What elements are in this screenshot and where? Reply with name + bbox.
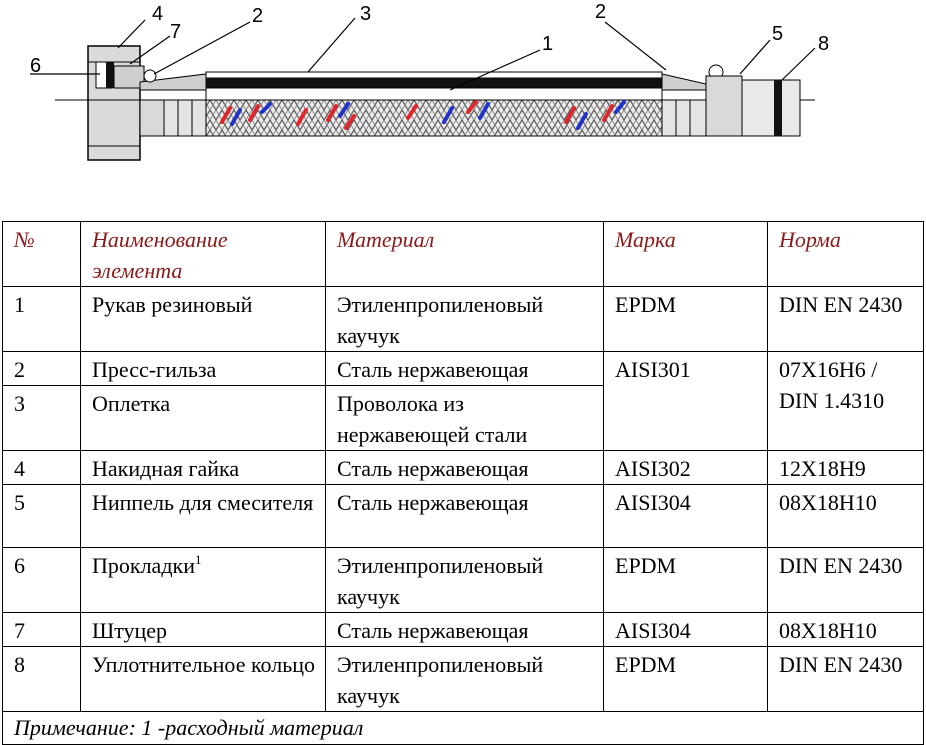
table-row: 6 Прокладки1 Этиленпропиленовый каучук E… [2, 547, 924, 613]
row-norm: DIN EN 2430 [767, 547, 924, 613]
header-grade: Марка [603, 221, 768, 287]
callout-leaders [30, 17, 816, 91]
row-num: 5 [2, 484, 81, 548]
row-name: Пресс-гильза [80, 351, 326, 386]
row-grade: AISI304 [603, 484, 768, 548]
row-material: Этиленпропиленовый каучук [325, 547, 604, 613]
hose-assembly-diagram: 1 2 2 3 4 5 6 7 8 [30, 1, 829, 161]
row-name: Рукав резиновый [80, 286, 326, 352]
row-name: Прокладки1 [80, 547, 326, 613]
row-num: 6 [2, 547, 81, 613]
row-norm: DIN EN 2430 [767, 286, 924, 352]
hose-section [205, 71, 663, 101]
row-norm: 08Х18Н10 [767, 612, 924, 647]
callout-2-right: 2 [595, 1, 606, 23]
callout-3: 3 [360, 3, 371, 25]
row-num: 7 [2, 612, 81, 647]
row-norm: 12Х18Н9 [767, 450, 924, 485]
row-norm: DIN EN 2430 [767, 646, 924, 712]
header-material: Материал [325, 221, 604, 287]
row-grade: EPDM [603, 286, 768, 352]
row-material: Сталь нержавеющая [325, 450, 604, 485]
table-row: 2 Пресс-гильза Сталь нержавеющая AISI301… [2, 351, 924, 451]
row-grade: EPDM [603, 547, 768, 613]
row-name: Оплетка [80, 385, 326, 451]
row-name: Уплотнительное кольцо [80, 646, 326, 712]
row-num: 4 [2, 450, 81, 485]
callout-4: 4 [152, 3, 163, 25]
table-row: 1 Рукав резиновый Этиленпропиленовый кау… [2, 286, 924, 352]
row-num: 8 [2, 646, 81, 712]
right-fitting [661, 64, 801, 137]
row-material: Этиленпропиленовый каучук [325, 646, 604, 712]
table-header-row: № Наименование элемента Материал Марка Н… [2, 221, 924, 287]
row-grade: AISI304 [603, 612, 768, 647]
row-material: Сталь нержавеющая [325, 484, 604, 548]
table-note: Примечание: 1 -расходный материал [2, 711, 924, 745]
header-name: Наименование элемента [80, 221, 326, 287]
row-num: 3 [2, 385, 81, 451]
callout-8: 8 [818, 33, 829, 55]
row-name: Ниппель для смесителя [80, 484, 326, 548]
callout-2-left: 2 [252, 5, 263, 27]
table-row: 4 Накидная гайка Сталь нержавеющая AISI3… [2, 450, 924, 485]
callout-7: 7 [170, 21, 181, 43]
callout-5: 5 [772, 23, 783, 45]
row-name-text: Прокладки [92, 553, 195, 578]
left-fitting [113, 65, 207, 137]
callout-6: 6 [30, 55, 41, 77]
footnote-marker: 1 [194, 552, 202, 567]
specification-table: № Наименование элемента Материал Марка Н… [2, 221, 924, 745]
row-norm: 08Х18Н10 [767, 484, 924, 548]
row-num: 2 [2, 351, 81, 386]
table-row: 8 Уплотнительное кольцо Этиленпропиленов… [2, 646, 924, 712]
row-name: Накидная гайка [80, 450, 326, 485]
row-norm: 07Х16Н6 / DIN 1.4310 [767, 351, 924, 451]
row-grade: AISI302 [603, 450, 768, 485]
row-material: Проволока из нержавеющей стали [325, 385, 604, 451]
table-row: 5 Ниппель для смесителя Сталь нержавеюща… [2, 484, 924, 548]
header-norm: Норма [767, 221, 924, 287]
row-grade: EPDM [603, 646, 768, 712]
braided-hose [205, 99, 663, 137]
table-row: 7 Штуцер Сталь нержавеющая AISI304 08Х18… [2, 612, 924, 647]
row-grade: AISI301 [603, 351, 768, 451]
callout-1: 1 [542, 33, 553, 55]
row-material: Этиленпропиленовый каучук [325, 286, 604, 352]
row-num: 1 [2, 286, 81, 352]
union-nut [87, 45, 141, 161]
row-material: Сталь нержавеющая [325, 612, 604, 647]
row-material: Сталь нержавеющая [325, 351, 604, 386]
row-name: Штуцер [80, 612, 326, 647]
header-num: № [2, 221, 81, 287]
table-note-row: Примечание: 1 -расходный материал [2, 711, 924, 745]
